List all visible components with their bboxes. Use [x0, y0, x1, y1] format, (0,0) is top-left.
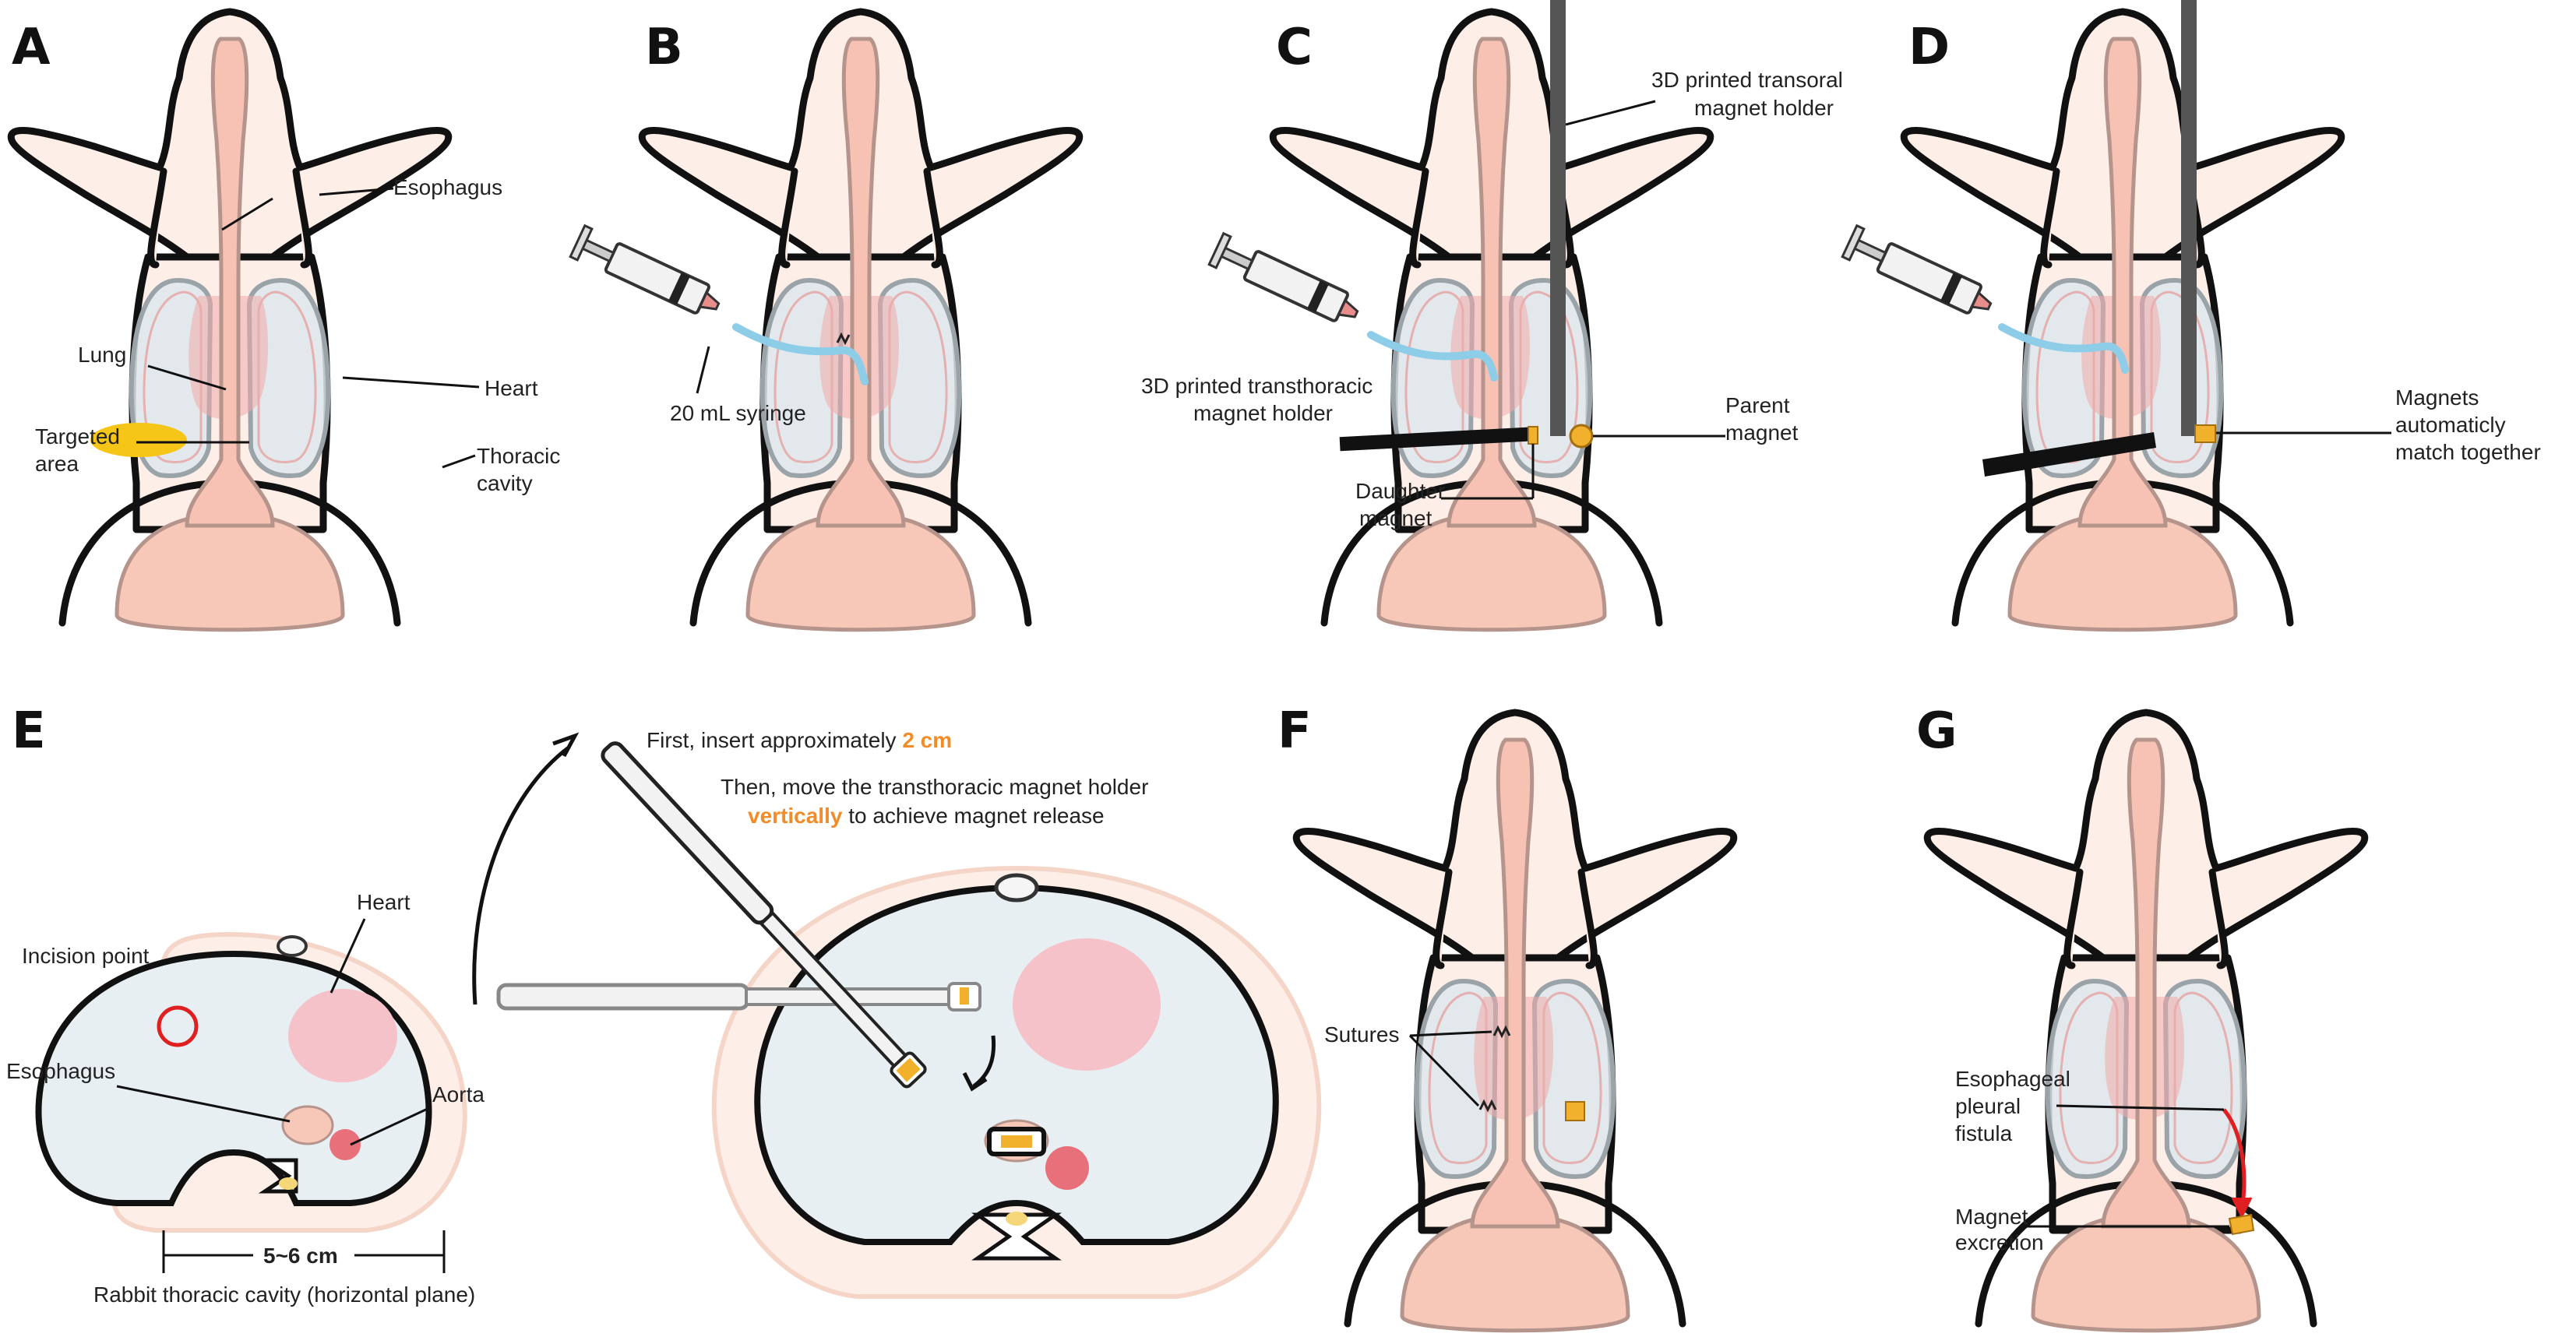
panel-e: E Incision point Heart Esophagus Aorta 5…	[6, 702, 1322, 1307]
panel-label-e: E	[12, 702, 46, 760]
targeted-area-marker	[90, 423, 187, 457]
suture-1	[1492, 1025, 1511, 1039]
label-targeted-2: area	[35, 452, 79, 476]
label-caption-e: Rabbit thoracic cavity (horizontal plane…	[93, 1282, 475, 1307]
panel-b: B 20 mL syringe	[569, 12, 1080, 630]
syringe-icon-d	[1841, 223, 1993, 315]
label-incision: Incision point	[22, 944, 150, 968]
label-thoracic-1: Thoracic	[477, 444, 560, 468]
panel-a: A Esophagus Lung Heart Targeted area Tho…	[11, 12, 560, 630]
label-esophagus-a: Esophagus	[393, 175, 502, 199]
svg-text:First, insert approximately 2: First, insert approximately 2 cm	[647, 728, 952, 752]
label-fistula-2: pleural	[1955, 1094, 2021, 1118]
step1-text: First, insert approximately	[647, 728, 902, 752]
label-daughter-2: magnet	[1359, 506, 1432, 530]
panel-label-f: F	[1277, 702, 1312, 760]
label-aorta: Aorta	[432, 1082, 485, 1107]
label-match-1: Magnets	[2395, 385, 2479, 410]
label-excretion-1: Magnet	[1955, 1205, 2028, 1229]
incision-point-marker	[157, 1005, 199, 1047]
transoral-magnet-holder	[1550, 0, 1566, 436]
transthoracic-magnet-holder-d	[1982, 432, 2156, 477]
panel-g: G Esophageal pleural fistula Magnet excr…	[1916, 702, 2365, 1331]
panel-label-c: C	[1276, 19, 1313, 76]
svg-text:vertically to achieve magnet r: vertically to achieve magnet release	[748, 804, 1105, 828]
panel-label-b: B	[645, 19, 683, 76]
holder-horizontal	[496, 983, 750, 1011]
syringe-icon	[569, 223, 721, 315]
step1-highlight: 2 cm	[902, 728, 952, 752]
panel-f: F Sutures	[1277, 702, 1734, 1331]
label-targeted-1: Targeted	[35, 424, 120, 449]
cross-section-large	[711, 865, 1322, 1299]
label-match-3: match together	[2395, 440, 2541, 464]
matched-magnets	[2194, 424, 2216, 443]
label-transthoracic-2: magnet holder	[1193, 401, 1333, 425]
magnet-g	[2228, 1213, 2255, 1236]
daughter-magnet	[1528, 426, 1538, 445]
panel-c: C 3D printed transoral magnet holder 3D …	[1141, 0, 1843, 630]
label-daughter-1: Daughter	[1355, 479, 1445, 503]
label-width: 5~6 cm	[263, 1244, 338, 1268]
step2-highlight: vertically	[748, 804, 843, 828]
label-parent-1: Parent	[1725, 393, 1790, 417]
panel-label-d: D	[1908, 19, 1950, 76]
label-sutures: Sutures	[1324, 1022, 1400, 1047]
magnet-in-esophagus	[1001, 1135, 1032, 1148]
transthoracic-magnet-holder	[1339, 427, 1531, 452]
step2-line1: Then, move the transthoracic magnet hold…	[721, 775, 1148, 799]
label-heart-e: Heart	[357, 890, 411, 914]
transoral-magnet-holder-d	[2181, 0, 2197, 436]
suture-2	[1478, 1099, 1497, 1113]
label-syringe: 20 mL syringe	[670, 401, 806, 425]
label-transoral-2: magnet holder	[1694, 96, 1834, 120]
label-fistula-1: Esophageal	[1955, 1067, 2070, 1091]
cross-section-small	[35, 931, 467, 1233]
label-esophagus-e: Esophagus	[6, 1059, 115, 1083]
syringe-icon-c	[1207, 231, 1359, 322]
label-transoral-1: 3D printed transoral	[1651, 68, 1843, 92]
parent-magnet	[1569, 424, 1594, 449]
holder-angled	[601, 741, 927, 1089]
label-parent-2: magnet	[1725, 420, 1799, 445]
label-lung-a: Lung	[78, 343, 126, 367]
magnet-f	[1565, 1101, 1585, 1121]
step2-line2: to achieve magnet release	[842, 804, 1104, 828]
panel-d: D Magnets automaticly match together	[1841, 0, 2541, 630]
panel-label-a: A	[12, 19, 51, 76]
label-match-2: automaticly	[2395, 413, 2506, 437]
label-fistula-3: fistula	[1955, 1121, 2013, 1145]
label-thoracic-2: cavity	[477, 471, 533, 495]
label-heart-a: Heart	[485, 376, 538, 400]
label-excretion-2: excretion	[1955, 1230, 2044, 1254]
label-transthoracic-1: 3D printed transthoracic	[1141, 374, 1373, 398]
panel-label-g: G	[1916, 702, 1958, 760]
